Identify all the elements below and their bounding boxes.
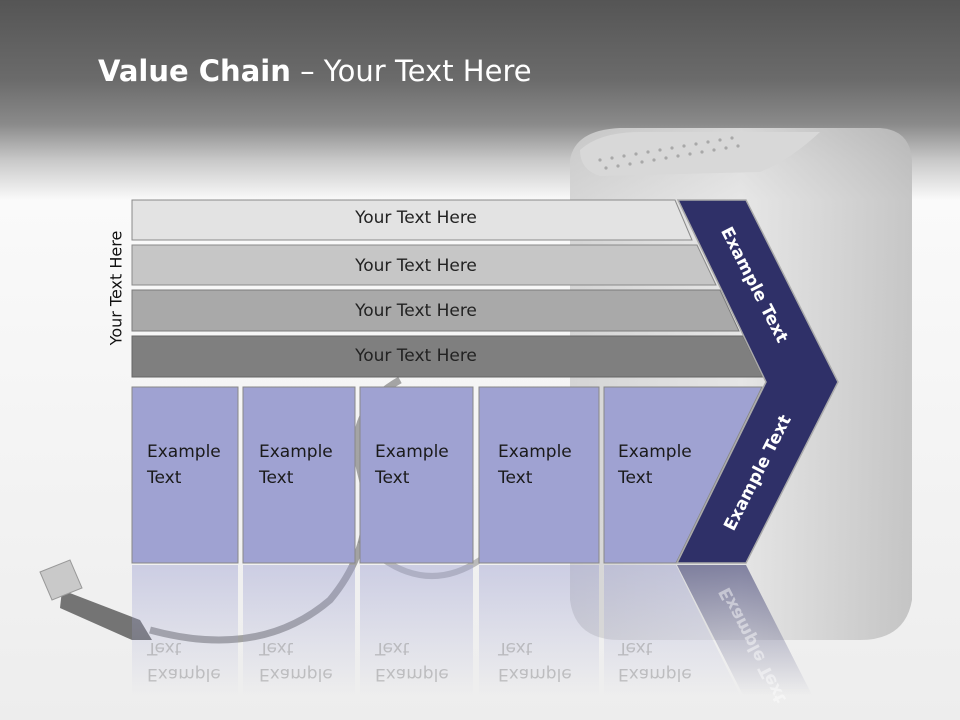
margin-chevron <box>675 199 839 564</box>
row-label-1: Your Text Here <box>355 208 477 228</box>
column-label-2-line2: Text <box>259 468 294 488</box>
column-label-4-line1: Example <box>498 442 572 462</box>
row-bar-3 <box>131 289 740 332</box>
row-bar-2 <box>131 244 717 286</box>
reflection <box>677 565 812 695</box>
column-label-5-line2: Text <box>618 468 653 488</box>
column-label-1-line2: Text <box>147 468 182 488</box>
column-label-3-line1: Example <box>375 442 449 462</box>
column-box-1 <box>131 386 239 564</box>
column-box-3 <box>359 386 474 564</box>
reflection <box>479 565 599 695</box>
column-label-5-line1: Example <box>618 442 692 462</box>
column-box-2 <box>242 386 356 564</box>
reflection <box>604 565 740 695</box>
row-label-3: Your Text Here <box>355 301 477 321</box>
row-bar-1 <box>131 199 693 241</box>
column-label-2-line1: Example <box>259 442 333 462</box>
slide-title-rest: – Your Text Here <box>290 54 532 88</box>
row-label-2: Your Text Here <box>355 256 477 276</box>
column-label-3-line2: Text <box>375 468 410 488</box>
column-box-5 <box>603 386 763 564</box>
slide-title-bold: Value Chain <box>98 54 291 88</box>
column-box-4 <box>478 386 600 564</box>
column-label-1-line1: Example <box>147 442 221 462</box>
reflection <box>360 565 473 695</box>
reflection <box>132 565 238 695</box>
column-label-4-line2: Text <box>498 468 533 488</box>
reflection <box>243 565 355 695</box>
row-label-4: Your Text Here <box>355 346 477 366</box>
slide-title: Value Chain – Your Text Here <box>98 54 532 88</box>
